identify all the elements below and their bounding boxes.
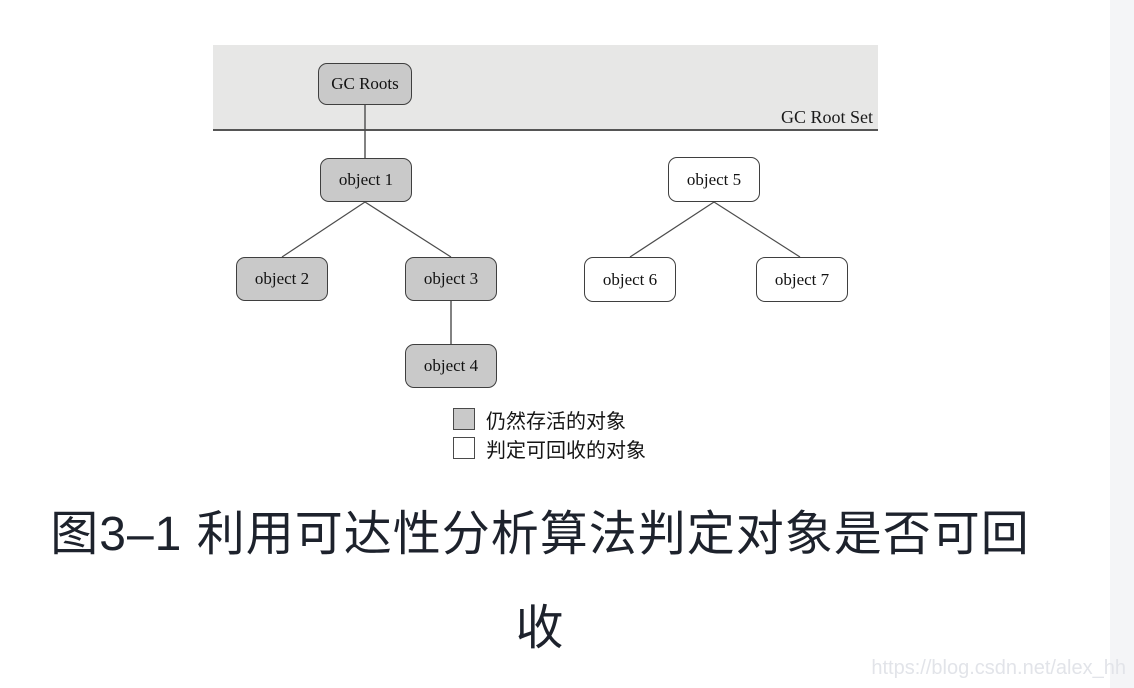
node-object-4: object 4 bbox=[405, 344, 497, 388]
gc-root-set-label: GC Root Set bbox=[780, 107, 873, 127]
node-object-3-label: object 3 bbox=[423, 269, 479, 288]
legend: 仍然存活的对象 判定可回收的对象 bbox=[453, 407, 646, 462]
node-object-1-label: object 1 bbox=[338, 170, 394, 189]
legend-alive-label: 仍然存活的对象 bbox=[486, 410, 626, 433]
node-object-5: object 5 bbox=[668, 157, 760, 202]
page-right-gutter bbox=[1110, 0, 1134, 688]
node-object-4-label: object 4 bbox=[423, 356, 479, 375]
node-gc-roots-label: GC Roots bbox=[331, 74, 399, 93]
node-object-6: object 6 bbox=[584, 257, 676, 302]
node-object-2-label: object 2 bbox=[254, 269, 310, 288]
legend-collectable-label: 判定可回收的对象 bbox=[486, 439, 646, 462]
legend-item-collectable: 判定可回收的对象 bbox=[453, 436, 646, 462]
alive-swatch-icon bbox=[453, 408, 475, 430]
node-object-1: object 1 bbox=[320, 158, 412, 202]
node-object-2: object 2 bbox=[236, 257, 328, 301]
gc-reachability-diagram: GC Root Set GC Roots object 1 object 2 o… bbox=[213, 45, 878, 462]
node-object-5-label: object 5 bbox=[686, 169, 742, 189]
figure-caption-line-1: 图3–1 利用可达性分析算法判定对象是否可回 bbox=[50, 508, 1030, 561]
node-object-7-label: object 7 bbox=[774, 269, 830, 289]
legend-item-alive: 仍然存活的对象 bbox=[453, 407, 646, 433]
figure-caption-line-2: 收 bbox=[515, 602, 565, 655]
node-object-6-label: object 6 bbox=[602, 269, 658, 289]
node-object-3: object 3 bbox=[405, 257, 497, 301]
node-object-7: object 7 bbox=[756, 257, 848, 302]
watermark-url: https://blog.csdn.net/alex_hh bbox=[871, 657, 1126, 679]
node-gc-roots: GC Roots bbox=[318, 63, 412, 105]
collectable-swatch-icon bbox=[453, 437, 475, 459]
gc-root-set-band: GC Root Set bbox=[213, 45, 878, 131]
figure-caption: 图3–1 利用可达性分析算法判定对象是否可回 收 bbox=[0, 488, 1080, 676]
